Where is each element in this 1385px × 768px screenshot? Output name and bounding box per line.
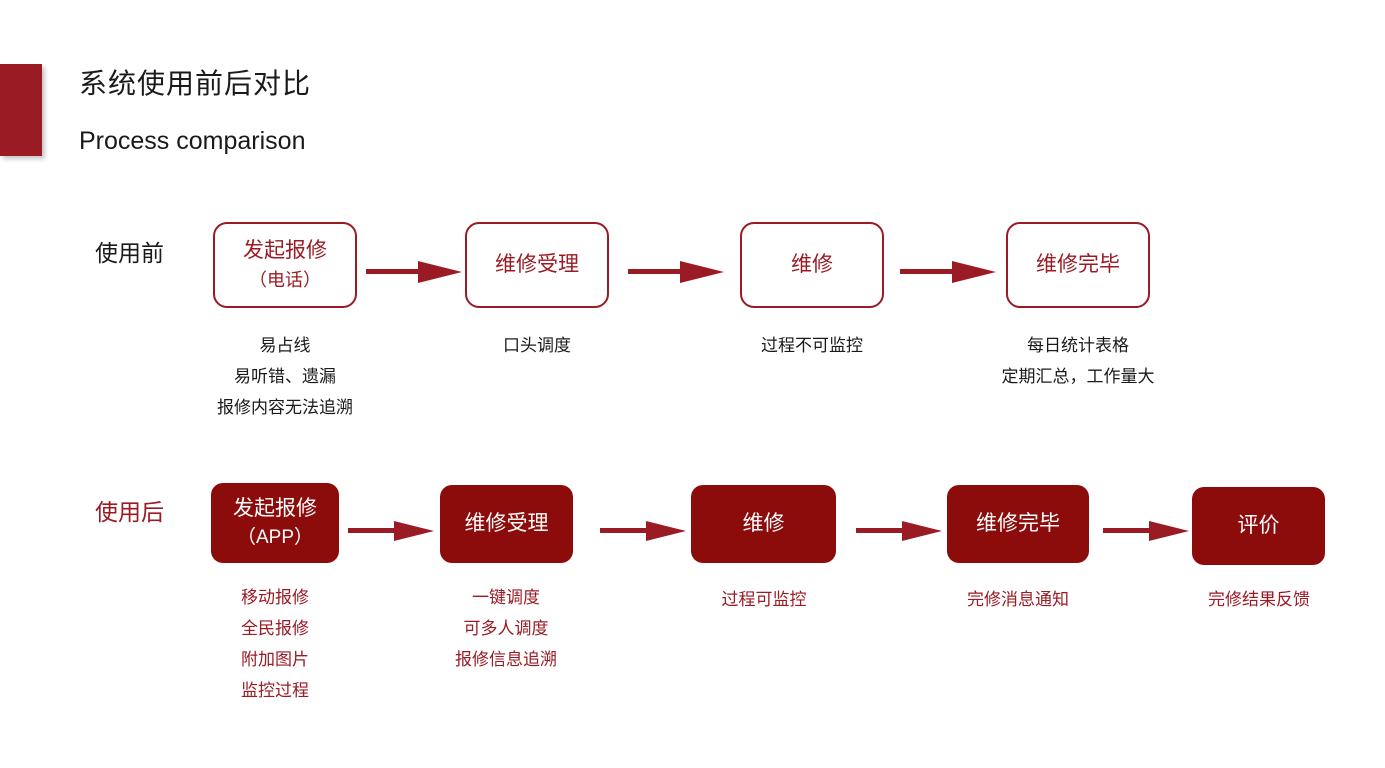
- caption-before-4: 每日统计表格 定期汇总，工作量大: [958, 330, 1198, 392]
- flow-arrow-after-1: [348, 521, 434, 541]
- caption-after-3: 过程可监控: [644, 584, 884, 615]
- caption-line: 过程不可监控: [761, 336, 863, 355]
- caption-before-1: 易占线 易听错、遗漏 报修内容无法追溯: [145, 330, 425, 423]
- flow-node-after-3[interactable]: 维修: [691, 485, 836, 563]
- flow-node-before-1[interactable]: 发起报修 （电话）: [213, 222, 357, 308]
- flow-arrow-before-2: [628, 261, 724, 283]
- node-label: 维修完毕: [976, 512, 1060, 535]
- caption-line: 报修内容无法追溯: [217, 398, 353, 417]
- caption-before-3: 过程不可监控: [692, 330, 932, 361]
- node-label: 维修完毕: [1036, 253, 1120, 276]
- flow-node-after-1[interactable]: 发起报修 （APP）: [211, 483, 339, 563]
- flow-node-before-3[interactable]: 维修: [740, 222, 884, 308]
- flow-arrow-before-3: [900, 261, 996, 283]
- flow-node-after-5[interactable]: 评价: [1192, 487, 1325, 565]
- caption-line: 可多人调度: [463, 619, 549, 638]
- caption-line: 完修消息通知: [967, 590, 1069, 609]
- caption-line: 口头调度: [503, 336, 571, 355]
- node-label: 评价: [1237, 514, 1280, 537]
- caption-line: 附加图片: [241, 650, 309, 669]
- node-label: 维修受理: [464, 512, 549, 535]
- node-label: 维修: [791, 253, 833, 276]
- node-sublabel: （APP）: [236, 527, 314, 548]
- node-label: 维修受理: [495, 253, 579, 276]
- caption-after-4: 完修消息通知: [898, 584, 1138, 615]
- node-label: 发起报修: [233, 497, 317, 520]
- title-accent-bar: [0, 64, 42, 156]
- caption-line: 一键调度: [472, 588, 540, 607]
- caption-line: 过程可监控: [721, 590, 807, 609]
- flow-arrow-after-2: [600, 521, 686, 541]
- caption-line: 全民报修: [241, 619, 309, 638]
- flow-node-before-2[interactable]: 维修受理: [465, 222, 609, 308]
- page-subtitle: Process comparison: [79, 127, 306, 155]
- flow-node-after-2[interactable]: 维修受理: [440, 485, 573, 563]
- flow-node-after-4[interactable]: 维修完毕: [947, 485, 1089, 563]
- page-title: 系统使用前后对比: [79, 68, 312, 99]
- node-sublabel: （电话）: [249, 270, 321, 290]
- flow-arrow-after-3: [856, 521, 942, 541]
- caption-line: 报修信息追溯: [455, 650, 557, 669]
- caption-before-2: 口头调度: [417, 330, 657, 361]
- caption-after-1: 移动报修 全民报修 附加图片 监控过程: [155, 582, 395, 706]
- flow-arrow-after-4: [1103, 521, 1189, 541]
- node-label: 维修: [742, 512, 785, 535]
- caption-line: 完修结果反馈: [1208, 590, 1310, 609]
- caption-line: 易听错、遗漏: [234, 367, 336, 386]
- caption-line: 移动报修: [241, 588, 309, 607]
- caption-after-5: 完修结果反馈: [1139, 584, 1379, 615]
- caption-after-2: 一键调度 可多人调度 报修信息追溯: [386, 582, 626, 675]
- row-label-after: 使用后: [95, 499, 164, 525]
- row-label-before: 使用前: [95, 240, 164, 266]
- caption-line: 每日统计表格: [1027, 336, 1129, 355]
- caption-line: 易占线: [259, 336, 311, 355]
- flow-arrow-before-1: [366, 261, 462, 283]
- flow-node-before-4[interactable]: 维修完毕: [1006, 222, 1150, 308]
- node-label: 发起报修: [243, 239, 327, 262]
- caption-line: 监控过程: [241, 681, 309, 700]
- caption-line: 定期汇总，工作量大: [1001, 367, 1155, 386]
